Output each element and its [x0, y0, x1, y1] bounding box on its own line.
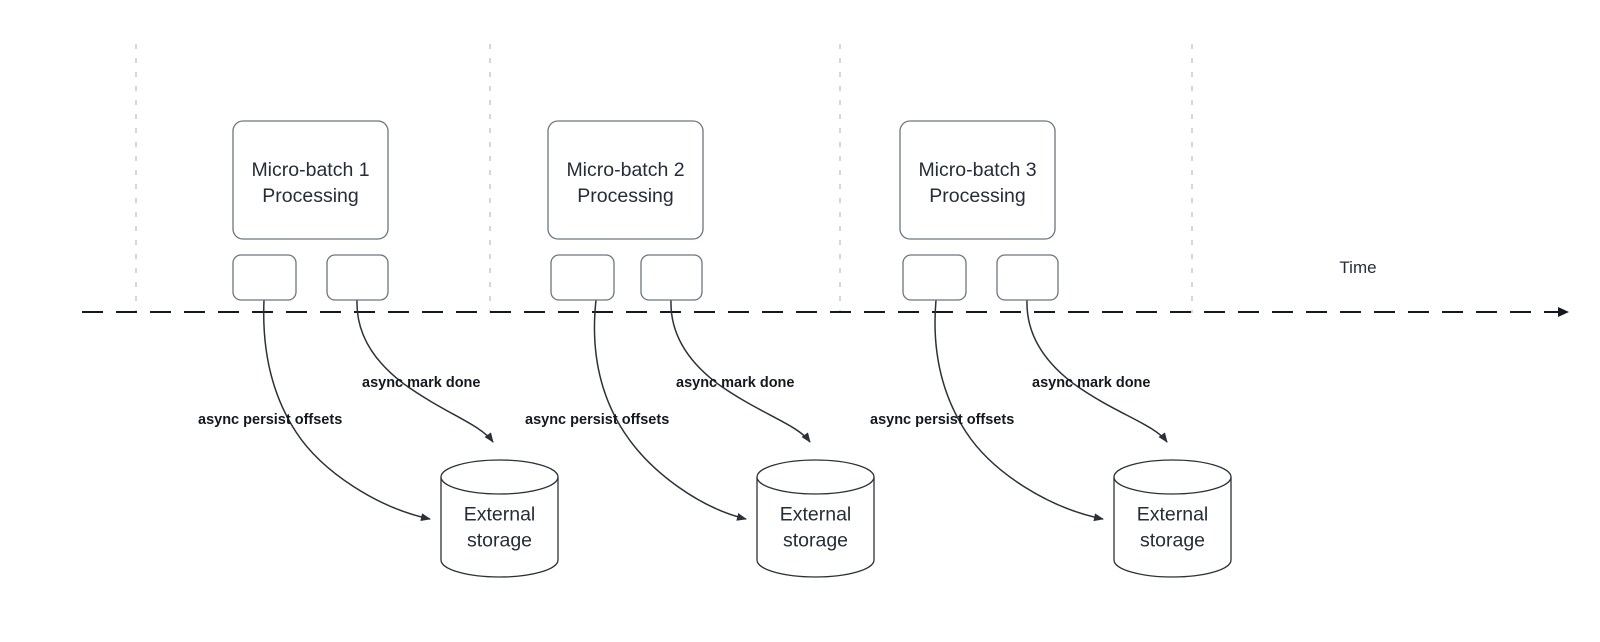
micro-batch-1-box[interactable]: Micro-batch 1 Processing: [232, 120, 389, 240]
edge-async-persist-offsets-2: [593, 299, 747, 521]
external-storage-3-line2: storage: [1140, 530, 1205, 552]
edge-async-persist-offsets-1-label: async persist offsets: [198, 412, 342, 428]
separator-lines-group: [135, 44, 1193, 313]
task-box-3b[interactable]: [996, 254, 1059, 301]
micro-batch-2-box[interactable]: Micro-batch 2 Processing: [547, 120, 704, 240]
micro-batch-3-box[interactable]: Micro-batch 3 Processing: [899, 120, 1056, 240]
task-box-2a[interactable]: [550, 254, 615, 301]
task-box-3a[interactable]: [902, 254, 967, 301]
external-storage-2-body: [756, 477, 875, 578]
task-box-1a[interactable]: [232, 254, 297, 301]
external-storage-3-line1: External: [1137, 504, 1209, 526]
micro-batch-2-box-line1: Micro-batch 2: [566, 159, 684, 181]
micro-batch-3-box-line1: Micro-batch 3: [918, 159, 1036, 181]
external-storage-1-line2: storage: [467, 530, 532, 552]
edge-async-persist-offsets-2-label: async persist offsets: [525, 412, 669, 428]
edge-async-persist-offsets-3-label: async persist offsets: [870, 412, 1014, 428]
external-storage-2-top: [756, 459, 875, 495]
edge-async-persist-offsets-1: [262, 299, 431, 522]
time-axis-label: Time: [1339, 258, 1376, 277]
external-storage-2-line1: External: [780, 504, 852, 526]
edge-async-mark-done-3: [1026, 299, 1168, 443]
external-storage-1-top: [440, 459, 559, 495]
micro-batch-3-box-line2: Processing: [929, 185, 1025, 207]
external-storage-3-top: [1113, 459, 1232, 495]
labels-group: async persist offsets async mark done asyn…: [198, 375, 1150, 428]
timeline-group: Time: [82, 258, 1569, 317]
edge-async-mark-done-1-label: async mark done: [362, 375, 480, 391]
task-box-1b[interactable]: [326, 254, 389, 301]
micro-batch-3-box-rect: [899, 120, 1056, 240]
edge-async-mark-done-2: [670, 299, 811, 443]
external-storage-1-line1: External: [464, 504, 536, 526]
edge-async-mark-done-3-label: async mark done: [1032, 375, 1150, 391]
edge-async-persist-offsets-3: [934, 299, 1104, 522]
external-storage-3-body: [1113, 477, 1232, 578]
external-storage-2-line2: storage: [783, 530, 848, 552]
external-storage-3[interactable]: External storage: [1113, 459, 1232, 578]
external-storage-2[interactable]: External storage: [756, 459, 875, 578]
micro-batch-1-box-line2: Processing: [262, 185, 358, 207]
external-storage-1-body: [440, 477, 559, 578]
task-box-2b[interactable]: [640, 254, 703, 301]
edges-group: [262, 299, 1168, 522]
edge-async-mark-done-2-label: async mark done: [676, 375, 794, 391]
external-storage-1[interactable]: External storage: [440, 459, 559, 578]
edge-async-mark-done-1: [356, 299, 494, 443]
micro-batch-1-box-line1: Micro-batch 1: [251, 159, 369, 181]
micro-batch-2-box-line2: Processing: [577, 185, 673, 207]
micro-batch-2-box-rect: [547, 120, 704, 240]
micro-batch-1-box-rect: [232, 120, 389, 240]
